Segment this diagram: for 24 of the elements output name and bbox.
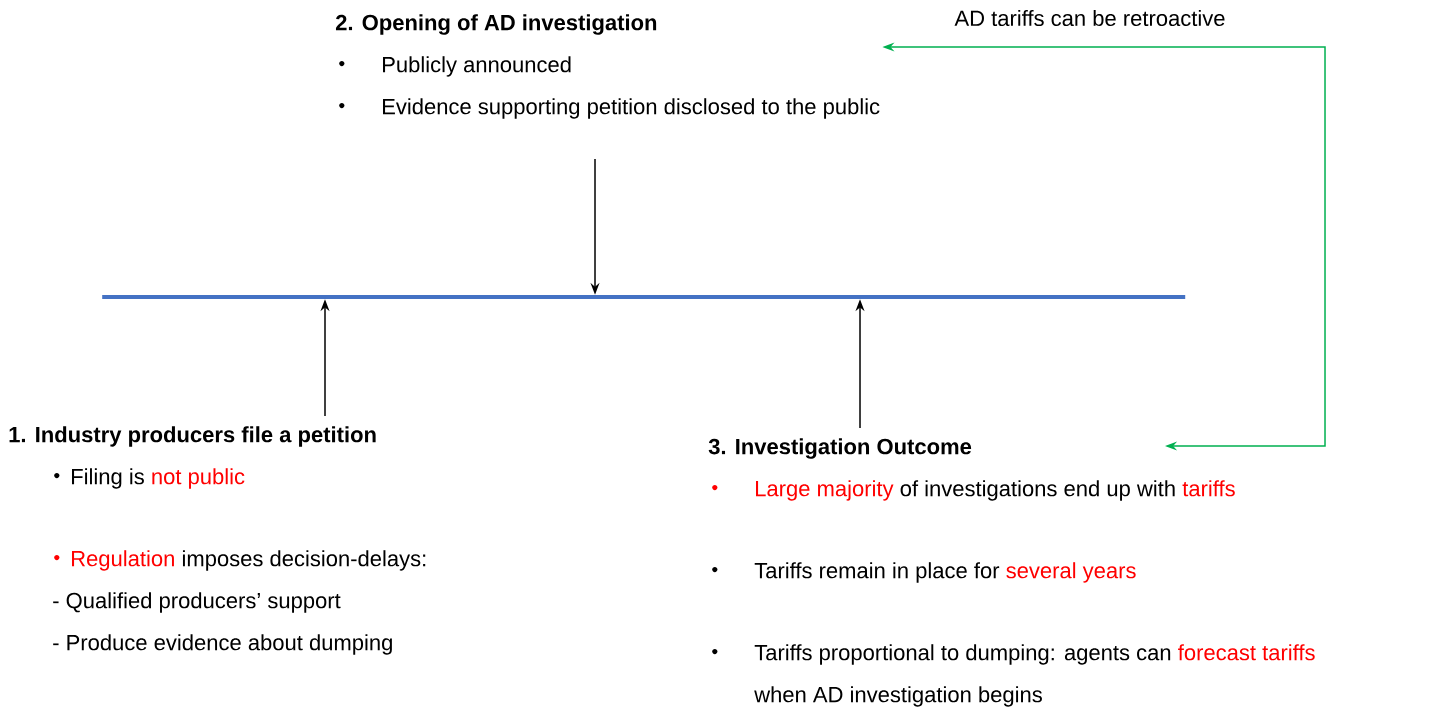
node-label: when AD investigation begins	[754, 686, 1042, 707]
timeline-bar	[102, 295, 1186, 299]
node-label: Regulation	[72, 550, 174, 571]
node-label: Filing is	[72, 468, 144, 489]
node-label: 3. Investigation Outcome	[708, 438, 972, 459]
text-block: 2. Opening of AD investigation Publicly announced Evidence supporting petition disclosed to the public	[335, 14, 880, 119]
node-label: Tariffs remain in place for	[754, 562, 1000, 583]
node-label: not public	[152, 468, 245, 489]
node-label: imposes decision-delays:	[182, 550, 426, 571]
node-label: 1. Industry producers file a petition	[9, 426, 376, 447]
node-label: Evidence supporting petition disclosed to the public	[383, 98, 880, 119]
node-label: - Produce evidence about dumping	[53, 634, 392, 655]
node-label: of investigations end up with	[900, 480, 1175, 501]
node-label: - Qualified producers’ support	[53, 592, 341, 613]
node-label: tariffs	[1182, 480, 1235, 497]
edge-label: AD tariffs can be retroactive	[954, 9, 1225, 27]
node-label: several years	[1006, 562, 1136, 583]
node-label: forecast tariffs	[1178, 644, 1315, 661]
node-label: 2. Opening of AD investigation	[335, 14, 657, 35]
node-label: Publicly announced	[383, 56, 571, 77]
node-label: Large majority	[756, 480, 894, 501]
node-label: Tariffs proportional to dumping: agents can	[754, 644, 1171, 665]
text-block: 1. Industry producers file a petition Filing is not public Regulation imposes decision-delays: - Qualified producers’ support - Produce evidence about dumping	[9, 426, 426, 655]
text-block: 3. Investigation Outcome Large majority of investigations end up with tariffs Tariffs remain in place for several years Tariffs proportional to dumping: agents can forecast tariffs when AD investigation begins	[708, 438, 1315, 707]
